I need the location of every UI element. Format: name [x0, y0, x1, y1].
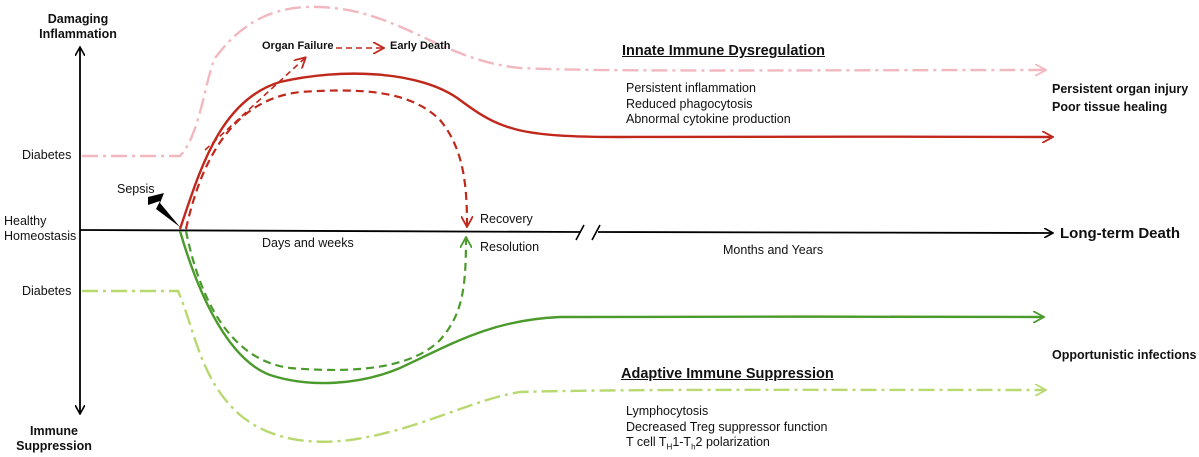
- innate-dashed-curve: [184, 89, 467, 230]
- innate-feature-1: Persistent inflammation: [626, 81, 756, 95]
- adaptive-outcome: Opportunistic infections: [1052, 348, 1197, 362]
- innate-solid-curve: [178, 72, 1052, 230]
- adaptive-feature-3: T cell TH1-Th2 polarization: [626, 435, 828, 453]
- adaptive-title: Adaptive Immune Suppression: [621, 366, 834, 382]
- resolution-label: Resolution: [480, 240, 540, 254]
- organ-failure-arrow: [204, 58, 305, 151]
- tcell-sub1: H: [666, 442, 673, 452]
- lightning-bolt-icon: [148, 193, 180, 227]
- organ-failure-label: Organ Failure: [262, 40, 334, 52]
- adaptive-solid-curve: [178, 230, 1043, 385]
- innate-features: Persistent inflammation Reduced phagocyt…: [626, 81, 791, 128]
- adaptive-dashed-curve: [184, 230, 466, 372]
- adaptive-feature-1: Lymphocytosis: [626, 404, 709, 418]
- diabetes-lower-label: Diabetes: [22, 284, 72, 298]
- top-label-line2: Inflammation: [39, 27, 117, 41]
- bottom-label-line2: Suppression: [16, 439, 92, 453]
- innate-feature-2: Reduced phagocytosis: [626, 96, 753, 111]
- adaptive-feature-2: Decreased Treg suppressor function: [626, 419, 828, 434]
- damaging-inflammation-label: Damaging Inflammation: [18, 12, 138, 42]
- axis-break-mark-1: [575, 224, 585, 241]
- time-axis-left: [79, 229, 581, 233]
- months-years-label: Months and Years: [723, 243, 824, 257]
- long-term-death-label: Long-term Death: [1060, 225, 1180, 242]
- sepsis-label: Sepsis: [117, 182, 155, 196]
- healthy-line1: Healthy: [4, 214, 47, 228]
- healthy-homeostasis-label: Healthy Homeostasis: [4, 214, 76, 244]
- diabetes-adaptive-curve: [82, 289, 1045, 443]
- days-weeks-label: Days and weeks: [262, 236, 354, 250]
- tcell-sub2: h: [691, 442, 696, 452]
- tcell-mid: 1-T: [672, 435, 692, 450]
- innate-outcome: Persistent organ injury Poor tissue heal…: [1052, 81, 1188, 116]
- top-label-line1: Damaging: [47, 12, 109, 26]
- innate-title: Innate Immune Dysregulation: [622, 43, 826, 59]
- immune-suppression-label: Immune Suppression: [14, 424, 94, 454]
- bottom-label-line1: Immune: [30, 424, 78, 438]
- tcell-prefix: T cell T: [626, 435, 667, 450]
- diabetes-upper-label: Diabetes: [22, 148, 72, 162]
- diabetes-innate-curve: [82, 5, 1045, 158]
- time-axis-right: [597, 232, 1052, 233]
- innate-outcome-line2: Poor tissue healing: [1052, 99, 1168, 114]
- early-death-label: Early Death: [390, 40, 451, 52]
- innate-feature-3: Abnormal cytokine production: [626, 112, 791, 127]
- adaptive-features: Lymphocytosis Decreased Treg suppressor …: [626, 404, 828, 453]
- innate-outcome-line1: Persistent organ injury: [1052, 82, 1189, 96]
- axis-break-mark-2: [591, 224, 601, 241]
- tcell-suffix: 2 polarization: [695, 435, 770, 450]
- recovery-label: Recovery: [480, 212, 533, 226]
- healthy-line2: Homeostasis: [4, 229, 77, 243]
